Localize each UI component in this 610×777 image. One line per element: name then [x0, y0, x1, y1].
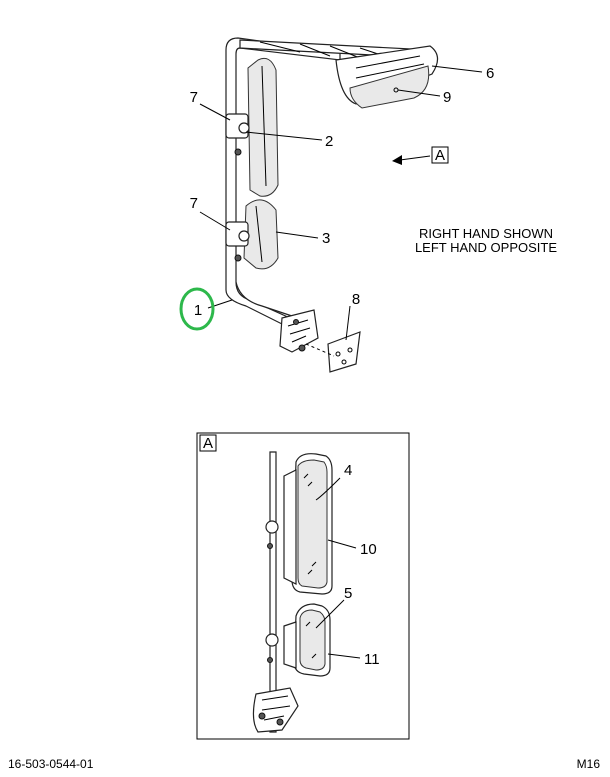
view-a-ref: A — [435, 147, 445, 164]
doc-number: 16-503-0544-01 — [8, 757, 94, 771]
callout-6: 6 — [486, 65, 494, 82]
detail-main-mirror — [283, 453, 333, 595]
note-line-1: RIGHT HAND SHOWN — [419, 226, 553, 241]
callout-9: 9 — [443, 89, 451, 106]
callout-3: 3 — [322, 230, 330, 247]
detail-base-mount — [252, 687, 299, 733]
detail-view-a — [196, 432, 410, 740]
callout-1: 1 — [194, 302, 202, 319]
view-a-arrow — [392, 146, 449, 165]
lower-clamp — [225, 221, 250, 262]
callout-2: 2 — [325, 133, 333, 150]
main-mirror-head — [247, 57, 279, 197]
base-mount — [279, 309, 319, 353]
detail-convex-mirror — [283, 603, 331, 677]
callout-5: 5 — [344, 585, 352, 602]
callout-11: 11 — [364, 651, 380, 668]
note-line-2: LEFT HAND OPPOSITE — [415, 240, 557, 255]
callout-4: 4 — [344, 462, 352, 479]
callout-10: 10 — [360, 541, 377, 558]
highlight-circle — [179, 287, 215, 331]
callout-8: 8 — [352, 291, 360, 308]
detail-view-label: A — [203, 435, 213, 452]
callout-7-lower: 7 — [190, 195, 198, 212]
page-code: M16 — [577, 757, 601, 771]
base-gasket — [305, 331, 361, 373]
upper-clamp — [225, 113, 250, 156]
marker-lamp-assembly — [335, 45, 439, 109]
convex-mirror-head — [243, 199, 279, 270]
callout-7-upper: 7 — [190, 89, 198, 106]
